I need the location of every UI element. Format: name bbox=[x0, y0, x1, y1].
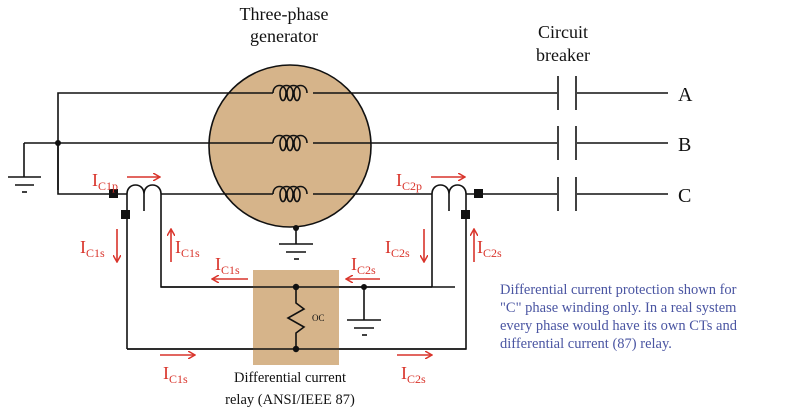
note-line-4: differential current (87) relay. bbox=[500, 336, 672, 352]
relay-caption-line2: relay (ANSI/IEEE 87) bbox=[225, 392, 355, 408]
circuit-breaker-c bbox=[557, 177, 577, 211]
label-ic1s-mid: IC1s bbox=[215, 254, 240, 277]
generator-title-line2: generator bbox=[250, 26, 318, 46]
label-ic2s-mid: IC2s bbox=[351, 254, 376, 277]
circuit-breaker-a bbox=[557, 76, 577, 110]
overcurrent-element bbox=[286, 283, 306, 353]
label-ic2s-right: IC2s bbox=[477, 237, 502, 260]
label-ic2s-left: IC2s bbox=[385, 237, 410, 260]
relay-ground-icon bbox=[347, 284, 381, 336]
generator-body bbox=[208, 64, 372, 228]
phase-label-a: A bbox=[678, 84, 693, 106]
ground-icon bbox=[8, 143, 41, 193]
label-ic2p: IC2p bbox=[396, 170, 422, 193]
note-line-2: "C" phase winding only. In a real system bbox=[500, 300, 737, 316]
neutral-junction-dot bbox=[55, 140, 61, 146]
label-ic1p: IC1p bbox=[92, 170, 118, 193]
generator-ground-icon bbox=[279, 225, 313, 260]
label-ic2s-bottom: IC2s bbox=[401, 363, 426, 386]
generator-title-line1: Three-phase bbox=[240, 4, 329, 24]
phase-label-c: C bbox=[678, 185, 691, 207]
relay-caption-line1: Differential current bbox=[234, 370, 346, 386]
circuit-breaker-b bbox=[557, 126, 577, 160]
note-line-3: every phase would have its own CTs and bbox=[500, 318, 738, 334]
label-ic1s-left: IC1s bbox=[80, 237, 105, 260]
breaker-title-line2: breaker bbox=[536, 45, 590, 65]
note-line-1: Differential current protection shown fo… bbox=[500, 282, 737, 298]
label-ic1s-bottom: IC1s bbox=[163, 363, 188, 386]
phase-label-b: B bbox=[678, 134, 691, 156]
overcurrent-element-label: OC bbox=[312, 313, 325, 323]
label-ic1s-right: IC1s bbox=[175, 237, 200, 260]
breaker-title-line1: Circuit bbox=[538, 22, 588, 42]
phase-b-wire bbox=[24, 134, 668, 152]
